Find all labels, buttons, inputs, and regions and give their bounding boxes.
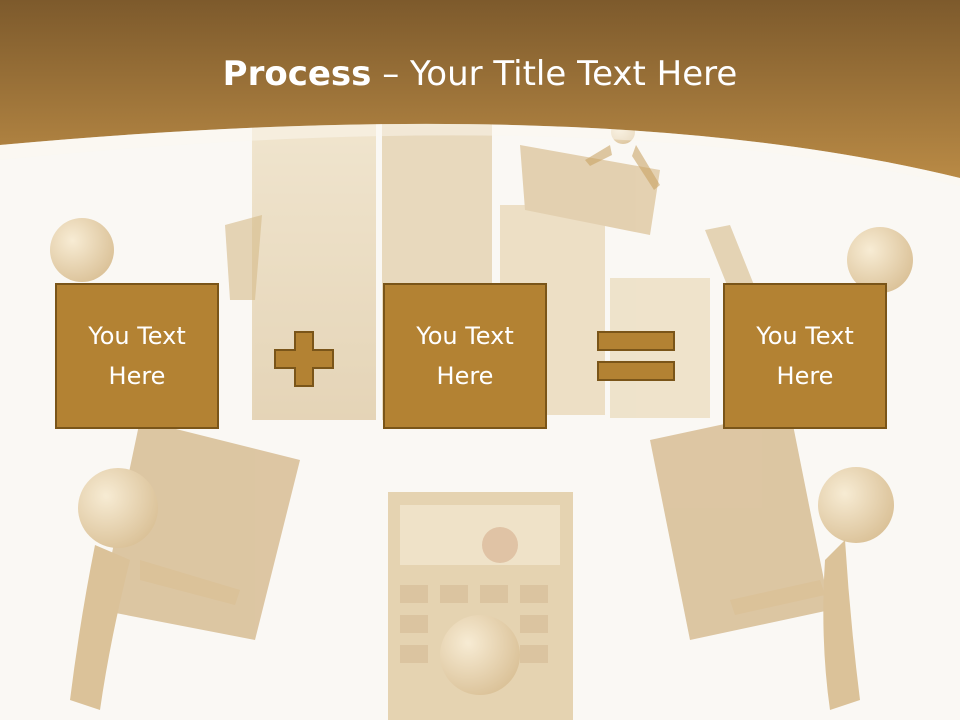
process-box-1[interactable]: You Text Here	[55, 283, 219, 429]
header-banner	[0, 0, 960, 178]
bottom-figure-group	[388, 492, 573, 720]
process-box-3-text: You Text Here	[756, 322, 854, 390]
process-box-3[interactable]: You Text Here	[723, 283, 887, 429]
process-box-2[interactable]: You Text Here	[383, 283, 547, 429]
equals-icon	[597, 331, 675, 381]
left-figure-group	[50, 215, 300, 710]
right-figure-group	[650, 225, 913, 710]
process-box-2-text: You Text Here	[416, 322, 514, 390]
bar-blocks	[252, 120, 710, 420]
title-rest: Your Title Text Here	[410, 54, 738, 94]
header-banner-shine	[0, 123, 960, 186]
title-bold: Process	[222, 54, 372, 94]
process-box-1-text: You Text Here	[88, 322, 186, 390]
title-dash: –	[371, 54, 411, 94]
plus-icon	[274, 331, 334, 387]
slide-title: Process – Your Title Text Here	[0, 52, 960, 96]
